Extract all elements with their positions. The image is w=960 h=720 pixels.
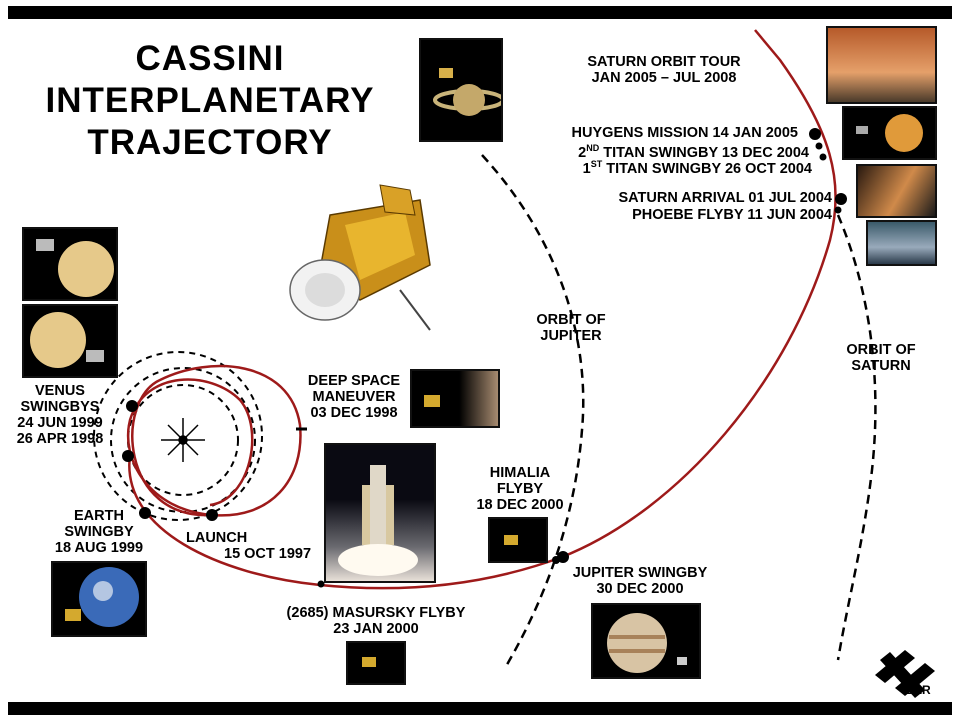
saturn-orbit-tour-label: SATURN ORBIT TOUR JAN 2005 – JUL 2008 (572, 54, 756, 86)
earth-line-2: SWINGBY (64, 524, 134, 540)
titan2-ordinal: 2 (578, 144, 587, 161)
venus-line-1: VENUS (35, 383, 85, 399)
earth-swingby-marker (139, 507, 151, 519)
launch-marker (206, 509, 218, 521)
venus-swingby-2-marker (122, 450, 134, 462)
titan2-suffix: ND (586, 143, 600, 153)
jupiter-swingby-label: JUPITER SWINGBY 30 DEC 2000 (560, 565, 720, 597)
deep-space-maneuver-label: DEEP SPACE MANEUVER 03 DEC 1998 (298, 373, 410, 421)
saturn-arrival-image (856, 164, 937, 218)
himalia-flyby-image (488, 517, 548, 563)
jupiter-orbit (481, 154, 585, 669)
venus-line-2: SWINGBYS (20, 399, 100, 415)
orbit-saturn-line-1: ORBIT OF (846, 342, 916, 358)
title-line-3: TRAJECTORY (87, 123, 333, 162)
cassini-trajectory (126, 29, 837, 590)
saturn-tour-dates: JAN 2005 – JUL 2008 (591, 70, 737, 86)
huygens-marker (809, 128, 821, 140)
venus-line-3: 24 JUN 1999 (17, 415, 103, 431)
himalia-line-1: HIMALIA (489, 465, 551, 481)
deep-space-maneuver-image (410, 369, 500, 428)
launch-line-1: LAUNCH (186, 530, 248, 546)
titan1-text: TITAN SWINGBY 26 OCT 2004 (602, 160, 812, 177)
titan2-text: TITAN SWINGBY 13 DEC 2004 (599, 144, 809, 161)
masursky-flyby-label: (2685) MASURSKY FLYBY 23 JAN 2000 (266, 605, 486, 637)
title-line-2: INTERPLANETARY (45, 81, 375, 120)
titan-2-marker (815, 142, 823, 150)
titan-swingby-2-label: 2ND TITAN SWINGBY 13 DEC 2004 (540, 140, 809, 161)
venus-orbit (93, 351, 263, 521)
jupiter-swingby-line-1: JUPITER SWINGBY (572, 565, 708, 581)
diagram-title: CASSINI INTERPLANETARY TRAJECTORY (20, 38, 400, 164)
dlr-logo-icon (875, 650, 935, 698)
titan-surface-image (826, 26, 937, 104)
jupiter-swingby-line-2: 30 DEC 2000 (596, 581, 684, 597)
titan-swingby-image (842, 106, 937, 160)
earth-swingby-image (51, 561, 147, 637)
deep-space-line-3: 03 DEC 1998 (310, 405, 398, 421)
huygens-label: HUYGENS MISSION 14 JAN 2005 (571, 125, 798, 141)
launch-rocket-image (324, 443, 436, 583)
bottom-border-bar (8, 702, 952, 715)
himalia-flyby-label: HIMALIA FLYBY 18 DEC 2000 (468, 465, 572, 513)
phoebe-marker (834, 206, 842, 214)
venus-swingbys-label: VENUS SWINGBYS 24 JUN 1999 26 APR 1998 (14, 383, 106, 447)
deep-space-line-2: MANEUVER (312, 389, 396, 405)
orbit-saturn-line-2: SATURN (851, 358, 911, 374)
cassini-spacecraft-icon (289, 184, 431, 331)
venus-swingby-image-2 (22, 304, 118, 378)
venus-swingby-image-1 (22, 227, 118, 301)
masursky-line-1: (2685) MASURSKY FLYBY (286, 605, 466, 621)
masursky-line-2: 23 JAN 2000 (333, 621, 419, 637)
title-line-1: CASSINI (135, 39, 285, 78)
jupiter-swingby-image (591, 603, 701, 679)
sun-icon (161, 418, 205, 462)
orbit-jupiter-line-2: JUPITER (540, 328, 602, 344)
phoebe-image (866, 220, 937, 266)
phoebe-flyby-label: PHOEBE FLYBY 11 JUN 2004 (632, 207, 832, 223)
dlr-logo-text: DLR (906, 683, 931, 697)
launch-label: LAUNCH 15 OCT 1997 (186, 530, 311, 562)
venus-line-4: 26 APR 1998 (16, 431, 104, 447)
saturn-orbit (836, 214, 877, 661)
deep-space-line-1: DEEP SPACE (307, 373, 401, 389)
earth-swingby-label: EARTH SWINGBY 18 AUG 1999 (42, 508, 156, 556)
himalia-line-2: FLYBY (496, 481, 544, 497)
saturn-cassini-image (419, 38, 503, 142)
inner-orbit-1 (127, 384, 239, 496)
titan-swingby-1-label: 1ST TITAN SWINGBY 26 OCT 2004 (540, 156, 812, 177)
saturn-arrival-marker (835, 193, 847, 205)
launch-line-2: 15 OCT 1997 (224, 546, 312, 562)
orbit-of-jupiter-label: ORBIT OF JUPITER (516, 312, 626, 344)
event-markers (122, 128, 847, 588)
top-border-bar (8, 6, 952, 19)
masursky-flyby-image (346, 641, 406, 685)
jupiter-swingby-marker (557, 551, 569, 563)
orbit-jupiter-line-1: ORBIT OF (536, 312, 606, 328)
saturn-tour-title: SATURN ORBIT TOUR (587, 54, 741, 70)
titan1-suffix: ST (590, 159, 603, 169)
saturn-arrival-label: SATURN ARRIVAL 01 JUL 2004 (618, 190, 832, 206)
masursky-marker (317, 580, 325, 588)
earth-line-3: 18 AUG 1999 (54, 540, 144, 556)
himalia-line-3: 18 DEC 2000 (476, 497, 564, 513)
titan-1-marker (819, 153, 827, 161)
earth-line-1: EARTH (74, 508, 124, 524)
venus-swingby-1-marker (126, 400, 138, 412)
titan1-ordinal: 1 (582, 160, 591, 177)
orbit-of-saturn-label: ORBIT OF SATURN (826, 342, 936, 374)
